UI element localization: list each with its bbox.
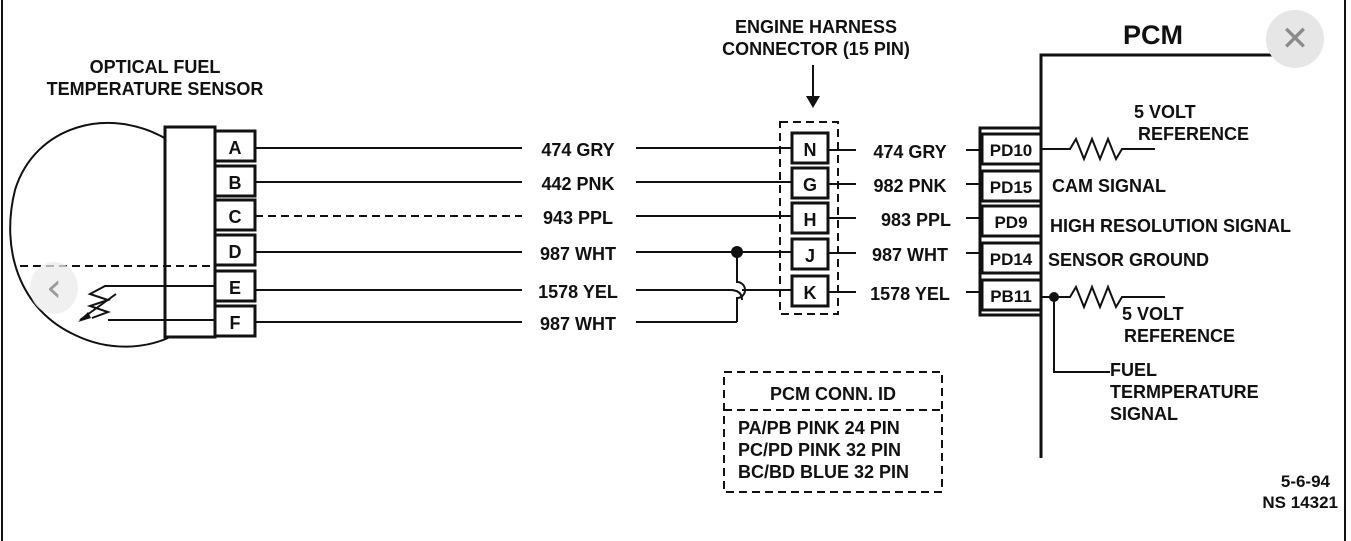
wire-label: 1578 YEL <box>870 284 950 304</box>
wire-label: 442 PNK <box>541 174 614 194</box>
pcm-module: PCM PD10 PD15 PD9 PD14 PB11 5 VOLT REFER… <box>978 20 1291 458</box>
pcm-pin-box <box>980 169 1043 203</box>
wire-label: 987 WHT <box>872 245 948 265</box>
ref-bottom-line2: REFERENCE <box>1124 326 1235 346</box>
pcm-pin-label: PD10 <box>990 141 1033 160</box>
footer-date: 5-6-94 <box>1281 472 1331 491</box>
fuel-temp-line3: SIGNAL <box>1110 404 1178 424</box>
pcm-pin-label: PB11 <box>990 287 1032 306</box>
wire-label: 982 PNK <box>873 176 946 196</box>
ref-bottom-line1: 5 VOLT <box>1122 304 1184 324</box>
harness-dashed-outline <box>779 121 839 315</box>
close-button[interactable]: ✕ <box>1266 10 1324 68</box>
wire-label: 987 WHT <box>540 244 616 264</box>
pcm-pin-box <box>980 132 1043 166</box>
sensor-title-line2: TEMPERATURE SENSOR <box>47 79 264 99</box>
down-arrow-icon <box>806 96 820 108</box>
chevron-left-icon: ‹ <box>46 265 62 311</box>
ground-splice-wire <box>736 252 746 322</box>
pcm-boundary <box>1039 53 1275 458</box>
harness-pin-label: N <box>804 140 817 160</box>
pcm-pin-box <box>980 204 1043 238</box>
footer-code: NS 14321 <box>1262 493 1338 512</box>
right-wires: 474 GRY 982 PNK 983 PPL 987 WHT 1578 YEL <box>828 142 980 304</box>
sensor-pin-label: C <box>229 207 242 227</box>
harness-pin-label: H <box>804 210 817 230</box>
harness-title-line2: CONNECTOR (15 PIN) <box>722 39 910 59</box>
sensor-pin-box <box>213 269 257 303</box>
harness-pin-box <box>790 274 830 308</box>
pcm-pin-box <box>980 241 1043 275</box>
sensor-pin-label: A <box>229 138 242 158</box>
harness-pin-label: J <box>805 246 815 266</box>
splice-dot <box>731 246 743 258</box>
harness-pin-box <box>790 166 830 200</box>
fuel-temp-line2: TERMPERATURE <box>1110 382 1259 402</box>
cam-signal-label: CAM SIGNAL <box>1052 176 1166 196</box>
ref-top-line1: 5 VOLT <box>1134 102 1196 122</box>
legend-title: PCM CONN. ID <box>770 384 896 404</box>
high-resolution-signal-label: HIGH RESOLUTION SIGNAL <box>1050 216 1291 236</box>
resistor-icon <box>1041 284 1165 310</box>
sensor-pin-label: B <box>229 173 242 193</box>
pcm-pin-label: PD14 <box>990 250 1033 269</box>
legend-line: PC/PD PINK 32 PIN <box>738 440 901 460</box>
sensor-body-outline <box>9 121 169 348</box>
fuel-temp-signal-wire <box>1053 297 1110 373</box>
wire-label: 987 WHT <box>540 314 616 334</box>
sensor-pins: A B C D E F <box>213 129 257 338</box>
harness-pin-label: K <box>804 283 817 303</box>
close-icon: ✕ <box>1280 19 1310 59</box>
sensor-pin-box <box>213 198 257 232</box>
left-wires: 474 GRY 442 PNK 943 PPL 987 WHT 1578 YEL… <box>255 140 792 334</box>
sensor-pin-box <box>213 233 257 267</box>
sensor-housing <box>163 125 217 339</box>
thermistor-icon <box>78 285 215 322</box>
ref-top-line2: REFERENCE <box>1138 124 1249 144</box>
previous-button[interactable]: ‹ <box>30 262 78 314</box>
pcm-pin-label: PD15 <box>990 178 1033 197</box>
sensor-pin-label: D <box>229 242 242 262</box>
sensor-ground-label: SENSOR GROUND <box>1048 250 1209 270</box>
fuel-temp-line1: FUEL <box>1110 360 1157 380</box>
wire-label: 474 GRY <box>873 142 946 162</box>
engine-harness-connector: ENGINE HARNESS CONNECTOR (15 PIN) N G H … <box>722 17 910 315</box>
pcm-title: PCM <box>1123 20 1183 50</box>
harness-pin-box <box>790 131 830 165</box>
legend-line: PA/PB PINK 24 PIN <box>738 418 900 438</box>
harness-title-line1: ENGINE HARNESS <box>735 17 897 37</box>
wire-label: 474 GRY <box>541 140 614 160</box>
sensor-pin-label: E <box>229 278 241 298</box>
legend-dashed-outline <box>723 371 943 493</box>
harness-pin-label: G <box>803 175 817 195</box>
legend-line: BC/BD BLUE 32 PIN <box>738 462 909 482</box>
optical-fuel-temperature-sensor: OPTICAL FUEL TEMPERATURE SENSOR <box>9 57 264 348</box>
sensor-title-line1: OPTICAL FUEL <box>90 57 221 77</box>
wire-label: 943 PPL <box>543 208 613 228</box>
sensor-pin-label: F <box>230 313 241 333</box>
pcm-pin-box <box>980 278 1043 312</box>
pcm-pin-label: PD9 <box>994 213 1027 232</box>
resistor-icon <box>1041 136 1155 162</box>
pcm-conn-id-legend: PCM CONN. ID PA/PB PINK 24 PIN PC/PD PIN… <box>723 371 943 493</box>
sensor-pin-box <box>213 129 257 163</box>
wire-label: 1578 YEL <box>538 282 618 302</box>
wire-label: 983 PPL <box>881 210 951 230</box>
